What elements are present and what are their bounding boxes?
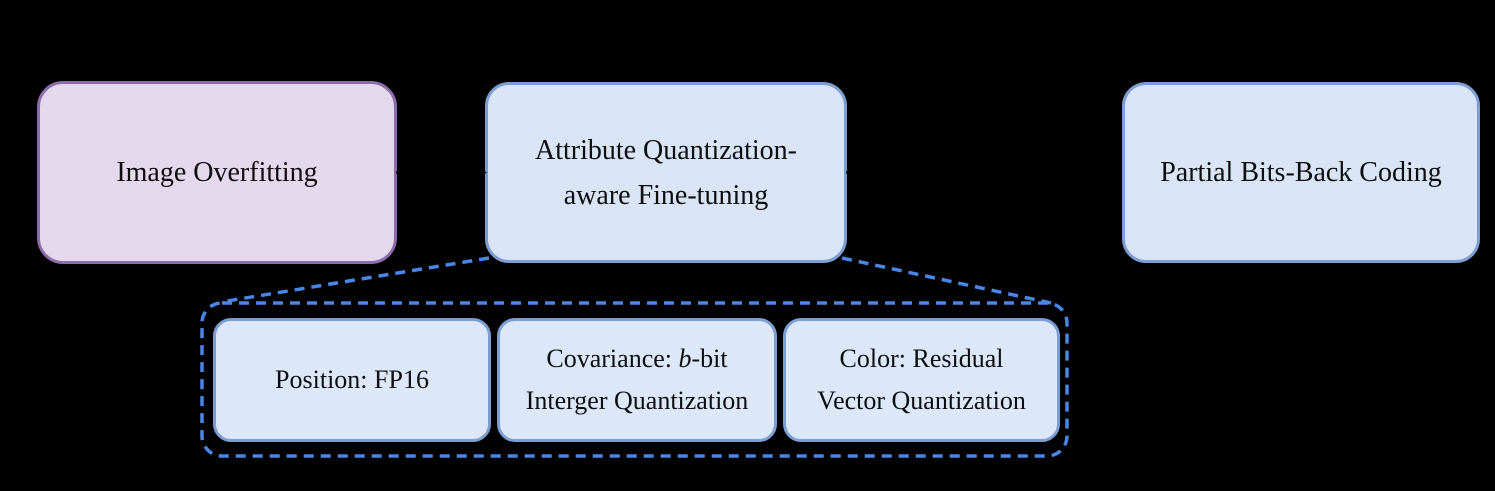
node-color-label-line2: Vector Quantization [817,386,1026,415]
node-color-label-line1: Color: Residual [839,344,1004,373]
node-image-overfitting: Image Overfitting [37,81,397,264]
node-attribute-quantization-finetuning: Attribute Quantization- aware Fine-tunin… [485,82,847,263]
covariance-line1-suffix: -bit [691,344,728,373]
covariance-line1-italic-b: b [678,344,692,373]
covariance-line1-prefix: Covariance: [546,344,679,373]
node-aqft-label-line2: aware Fine-tuning [563,179,769,211]
expansion-connector-right [841,256,1052,305]
expansion-connector-left [220,256,490,304]
node-partial-bits-back-coding: Partial Bits-Back Coding [1122,82,1480,263]
node-pbbc-label: Partial Bits-Back Coding [1160,157,1442,188]
flow-arrow-1 [396,166,487,179]
node-covariance-label-line2: Interger Quantization [525,386,749,415]
node-position-label: Position: FP16 [275,365,429,394]
node-covariance-label-line1: Covariance: b-bit [546,338,727,380]
node-image-overfitting-label: Image Overfitting [116,157,318,188]
node-color-rvq: Color: Residual Vector Quantization [783,318,1060,442]
flow-arrow-2 [846,166,1121,179]
node-covariance-quantization: Covariance: b-bit Interger Quantization [497,318,777,442]
node-position-fp16: Position: FP16 [213,318,491,442]
flow-arrow-2-head-icon [1108,166,1121,179]
node-aqft-label-line1: Attribute Quantization- [534,134,798,166]
